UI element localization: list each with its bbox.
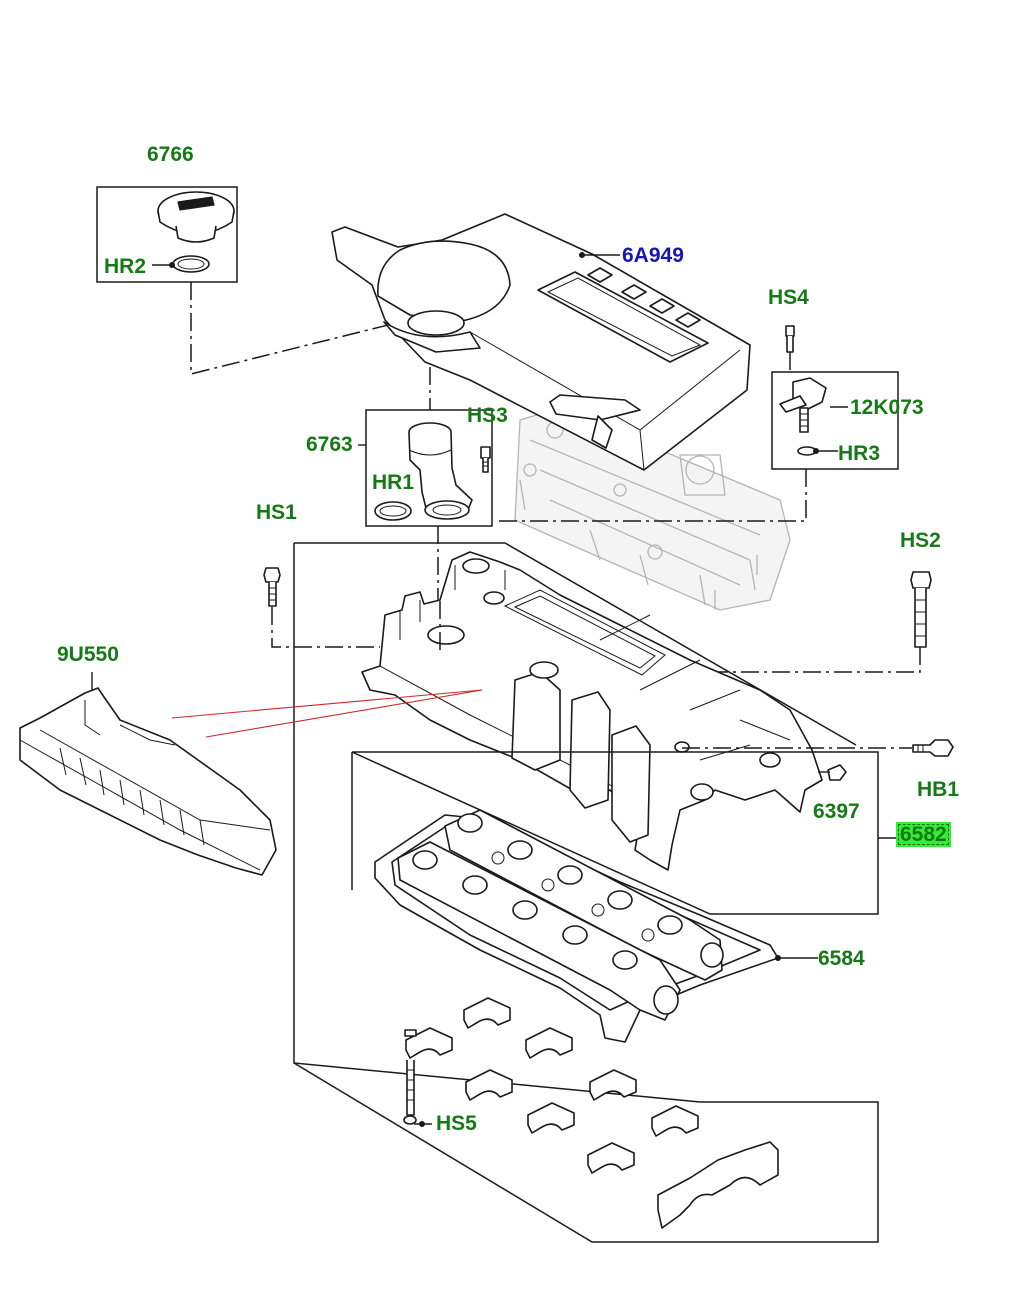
label-hs2[interactable]: HS2 xyxy=(900,529,941,552)
oil-cap-part xyxy=(157,191,235,273)
camshaft-sensor-part xyxy=(779,325,827,456)
label-12k073[interactable]: 12K073 xyxy=(850,396,924,419)
label-hb1[interactable]: HB1 xyxy=(917,778,960,801)
label-hr3[interactable]: HR3 xyxy=(838,442,881,465)
label-6397[interactable]: 6397 xyxy=(813,800,860,823)
oil-filler-neck-part xyxy=(374,422,491,521)
label-6766[interactable]: 6766 xyxy=(147,143,194,166)
label-hs5[interactable]: HS5 xyxy=(436,1112,477,1135)
label-9u550[interactable]: 9U550 xyxy=(57,643,119,666)
label-6a949[interactable]: 6A949 xyxy=(622,244,684,267)
label-hs1[interactable]: HS1 xyxy=(256,501,297,524)
bolt-hb1-part xyxy=(912,739,954,757)
camshafts-part xyxy=(397,809,724,1021)
label-6584[interactable]: 6584 xyxy=(818,947,865,970)
label-hr2[interactable]: HR2 xyxy=(104,255,147,278)
valve-cover-part xyxy=(361,551,823,871)
label-hr1[interactable]: HR1 xyxy=(372,471,415,494)
bolt-hs1-part xyxy=(263,567,281,607)
bolt-hs5-part xyxy=(403,1029,417,1125)
engine-cover-part xyxy=(331,213,751,471)
insulator-part xyxy=(19,687,277,876)
label-6582[interactable]: 6582 xyxy=(896,822,951,847)
label-hs4[interactable]: HS4 xyxy=(768,286,809,309)
label-6763[interactable]: 6763 xyxy=(306,433,353,456)
bolt-hs2-part xyxy=(910,571,932,648)
plug-6397-part xyxy=(827,764,847,781)
bearing-caps-part xyxy=(405,997,779,1229)
label-hs3[interactable]: HS3 xyxy=(467,404,508,427)
